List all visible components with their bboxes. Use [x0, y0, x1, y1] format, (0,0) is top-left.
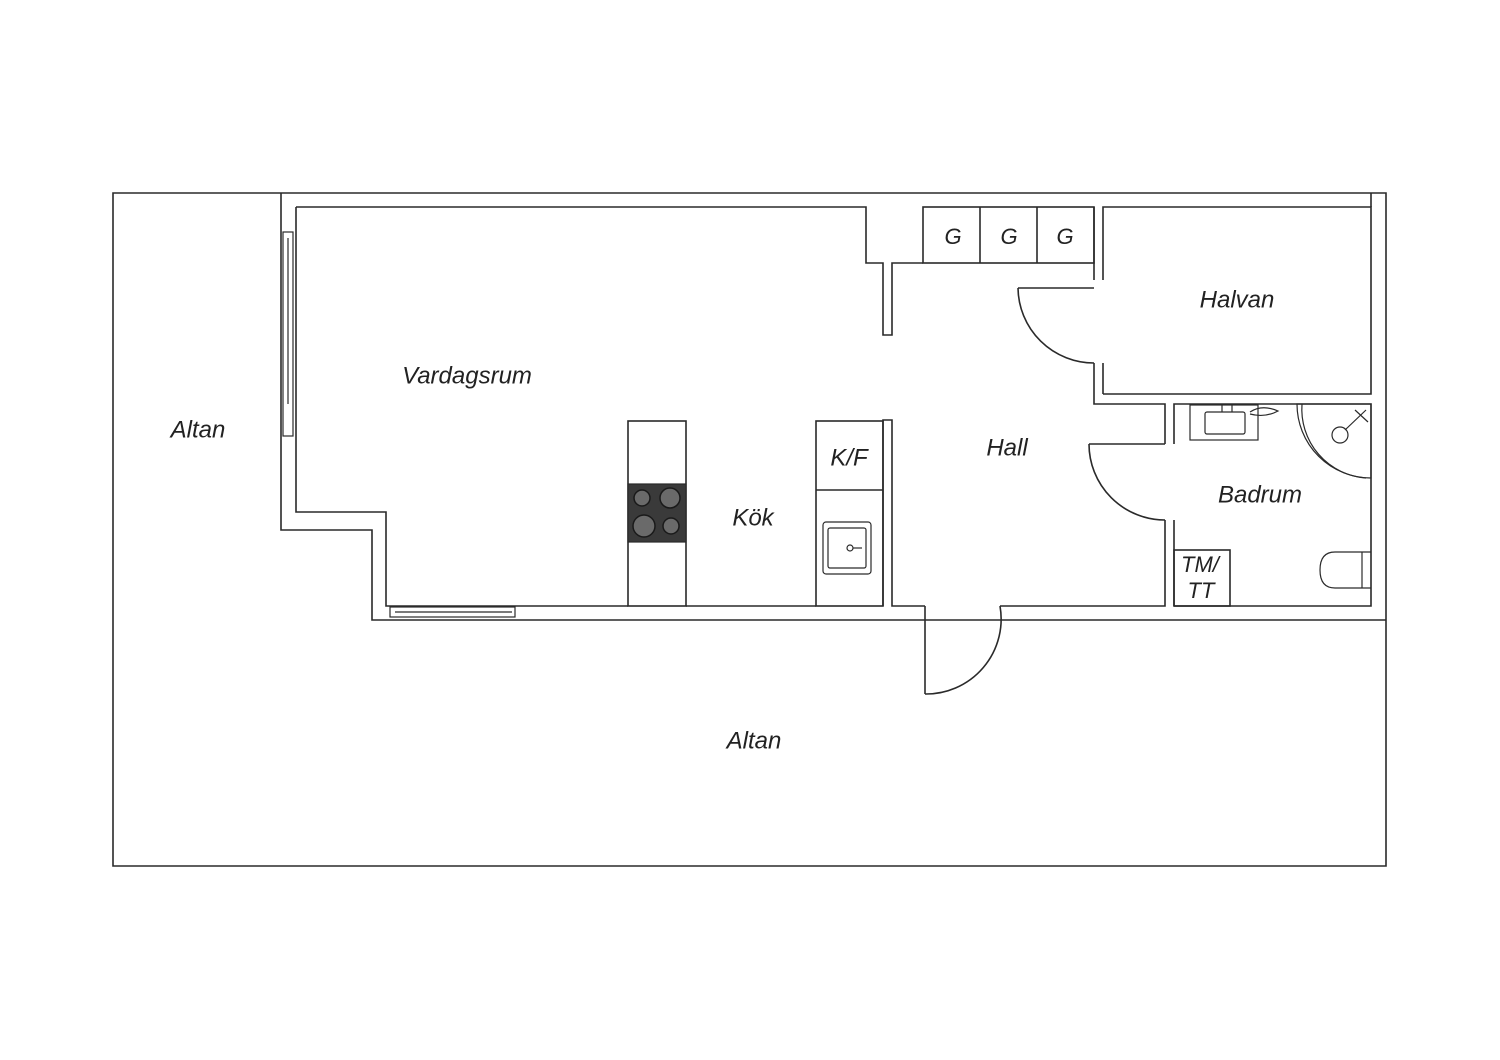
- entrance-door: [924, 605, 1002, 695]
- altan-outline: [112, 192, 1387, 867]
- halvan-label: Halvan: [1200, 286, 1275, 313]
- tm-label-line2: TT: [1188, 578, 1216, 603]
- washer-dryer: [1173, 549, 1231, 607]
- toilet: [1319, 551, 1371, 589]
- window-south: [389, 606, 516, 618]
- kok-label: Kök: [732, 504, 775, 531]
- altan-west-label: Altan: [169, 416, 226, 443]
- badrum-label: Badrum: [1218, 481, 1302, 508]
- halvan-door: [1017, 287, 1095, 364]
- badrum-door: [1088, 443, 1166, 521]
- kitchen-sink: [822, 521, 872, 575]
- vardagsrum-label: Vardagsrum: [402, 362, 532, 389]
- closets: [922, 206, 1095, 264]
- bathroom-sink: [1189, 404, 1280, 441]
- closet-label-3: G: [1056, 224, 1073, 249]
- exterior-walls: [280, 193, 1386, 621]
- shower: [1296, 403, 1372, 479]
- hall-label: Hall: [986, 434, 1028, 461]
- closet-label-2: G: [1000, 224, 1017, 249]
- tm-label-line1: TM/: [1181, 552, 1221, 577]
- window-west: [282, 231, 294, 437]
- altan-south-label: Altan: [725, 727, 782, 754]
- closet-label-1: G: [944, 224, 961, 249]
- stove: [627, 483, 687, 543]
- kitchen-counter: [815, 420, 884, 607]
- kf-label: K/F: [830, 444, 869, 471]
